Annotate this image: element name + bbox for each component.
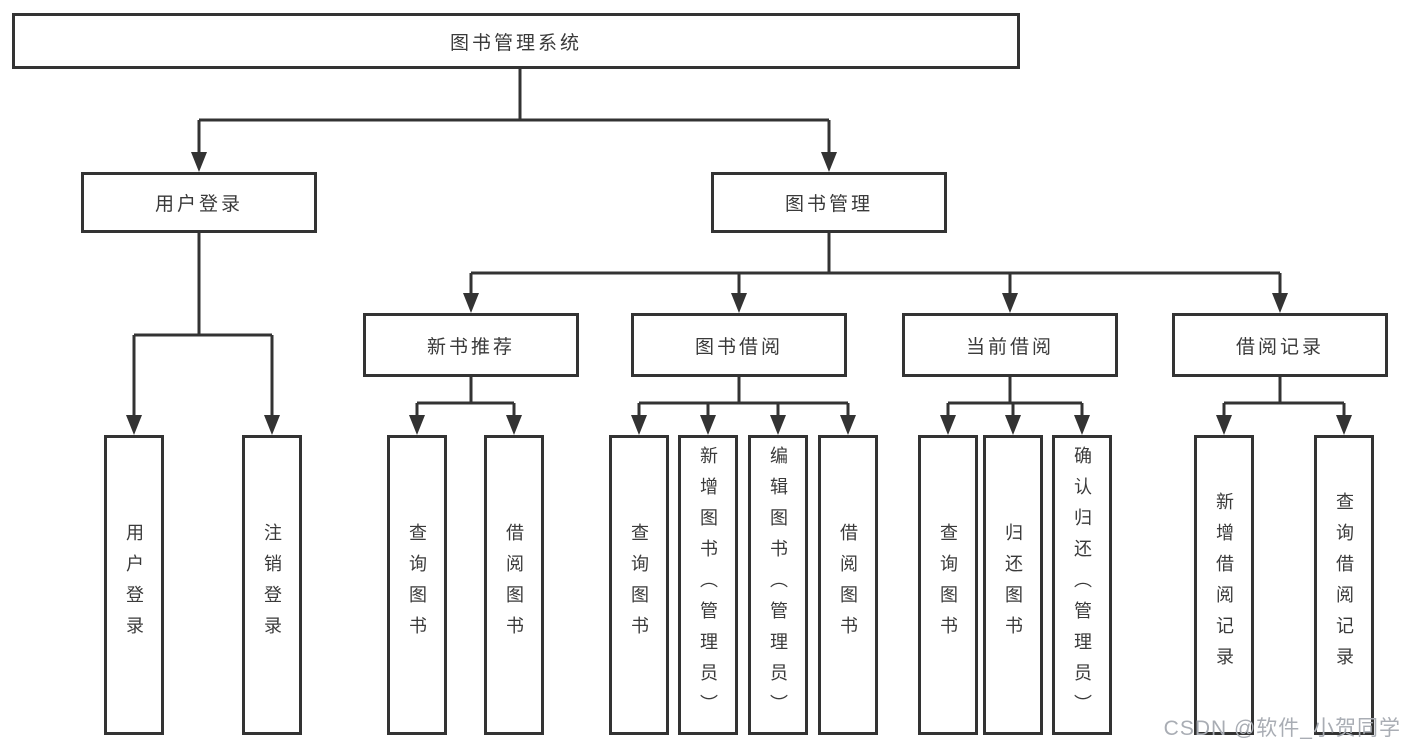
- leaf-newbooks-borrow-books: 借阅图书: [484, 435, 544, 735]
- node-book-mgmt: 图书管理: [711, 172, 947, 233]
- leaf-borrow-query-books: 查询图书: [609, 435, 669, 735]
- leaf-current-query-books: 查询图书: [918, 435, 978, 735]
- node-book-borrow: 图书借阅: [631, 313, 847, 377]
- leaf-current-return-books: 归还图书: [983, 435, 1043, 735]
- node-user-login: 用户登录: [81, 172, 317, 233]
- node-borrow-records: 借阅记录: [1172, 313, 1388, 377]
- leaf-borrow-edit-books-admin: 编辑图书（管理员）: [748, 435, 808, 735]
- csdn-watermark: CSDN @软件_小贺同学: [1163, 717, 1401, 740]
- leaf-borrow-add-books-admin: 新增图书（管理员）: [678, 435, 738, 735]
- leaf-records-query-record: 查询借阅记录: [1314, 435, 1374, 735]
- node-new-books: 新书推荐: [363, 313, 579, 377]
- leaf-user-login: 用户登录: [104, 435, 164, 735]
- leaf-records-add-record: 新增借阅记录: [1194, 435, 1254, 735]
- node-root: 图书管理系统: [12, 13, 1020, 69]
- leaf-current-confirm-return-admin: 确认归还（管理员）: [1052, 435, 1112, 735]
- leaf-borrow-borrow-books: 借阅图书: [818, 435, 878, 735]
- leaf-logout: 注销登录: [242, 435, 302, 735]
- node-current-borrow: 当前借阅: [902, 313, 1118, 377]
- arrowheads: [126, 152, 1352, 435]
- leaf-newbooks-query-books: 查询图书: [387, 435, 447, 735]
